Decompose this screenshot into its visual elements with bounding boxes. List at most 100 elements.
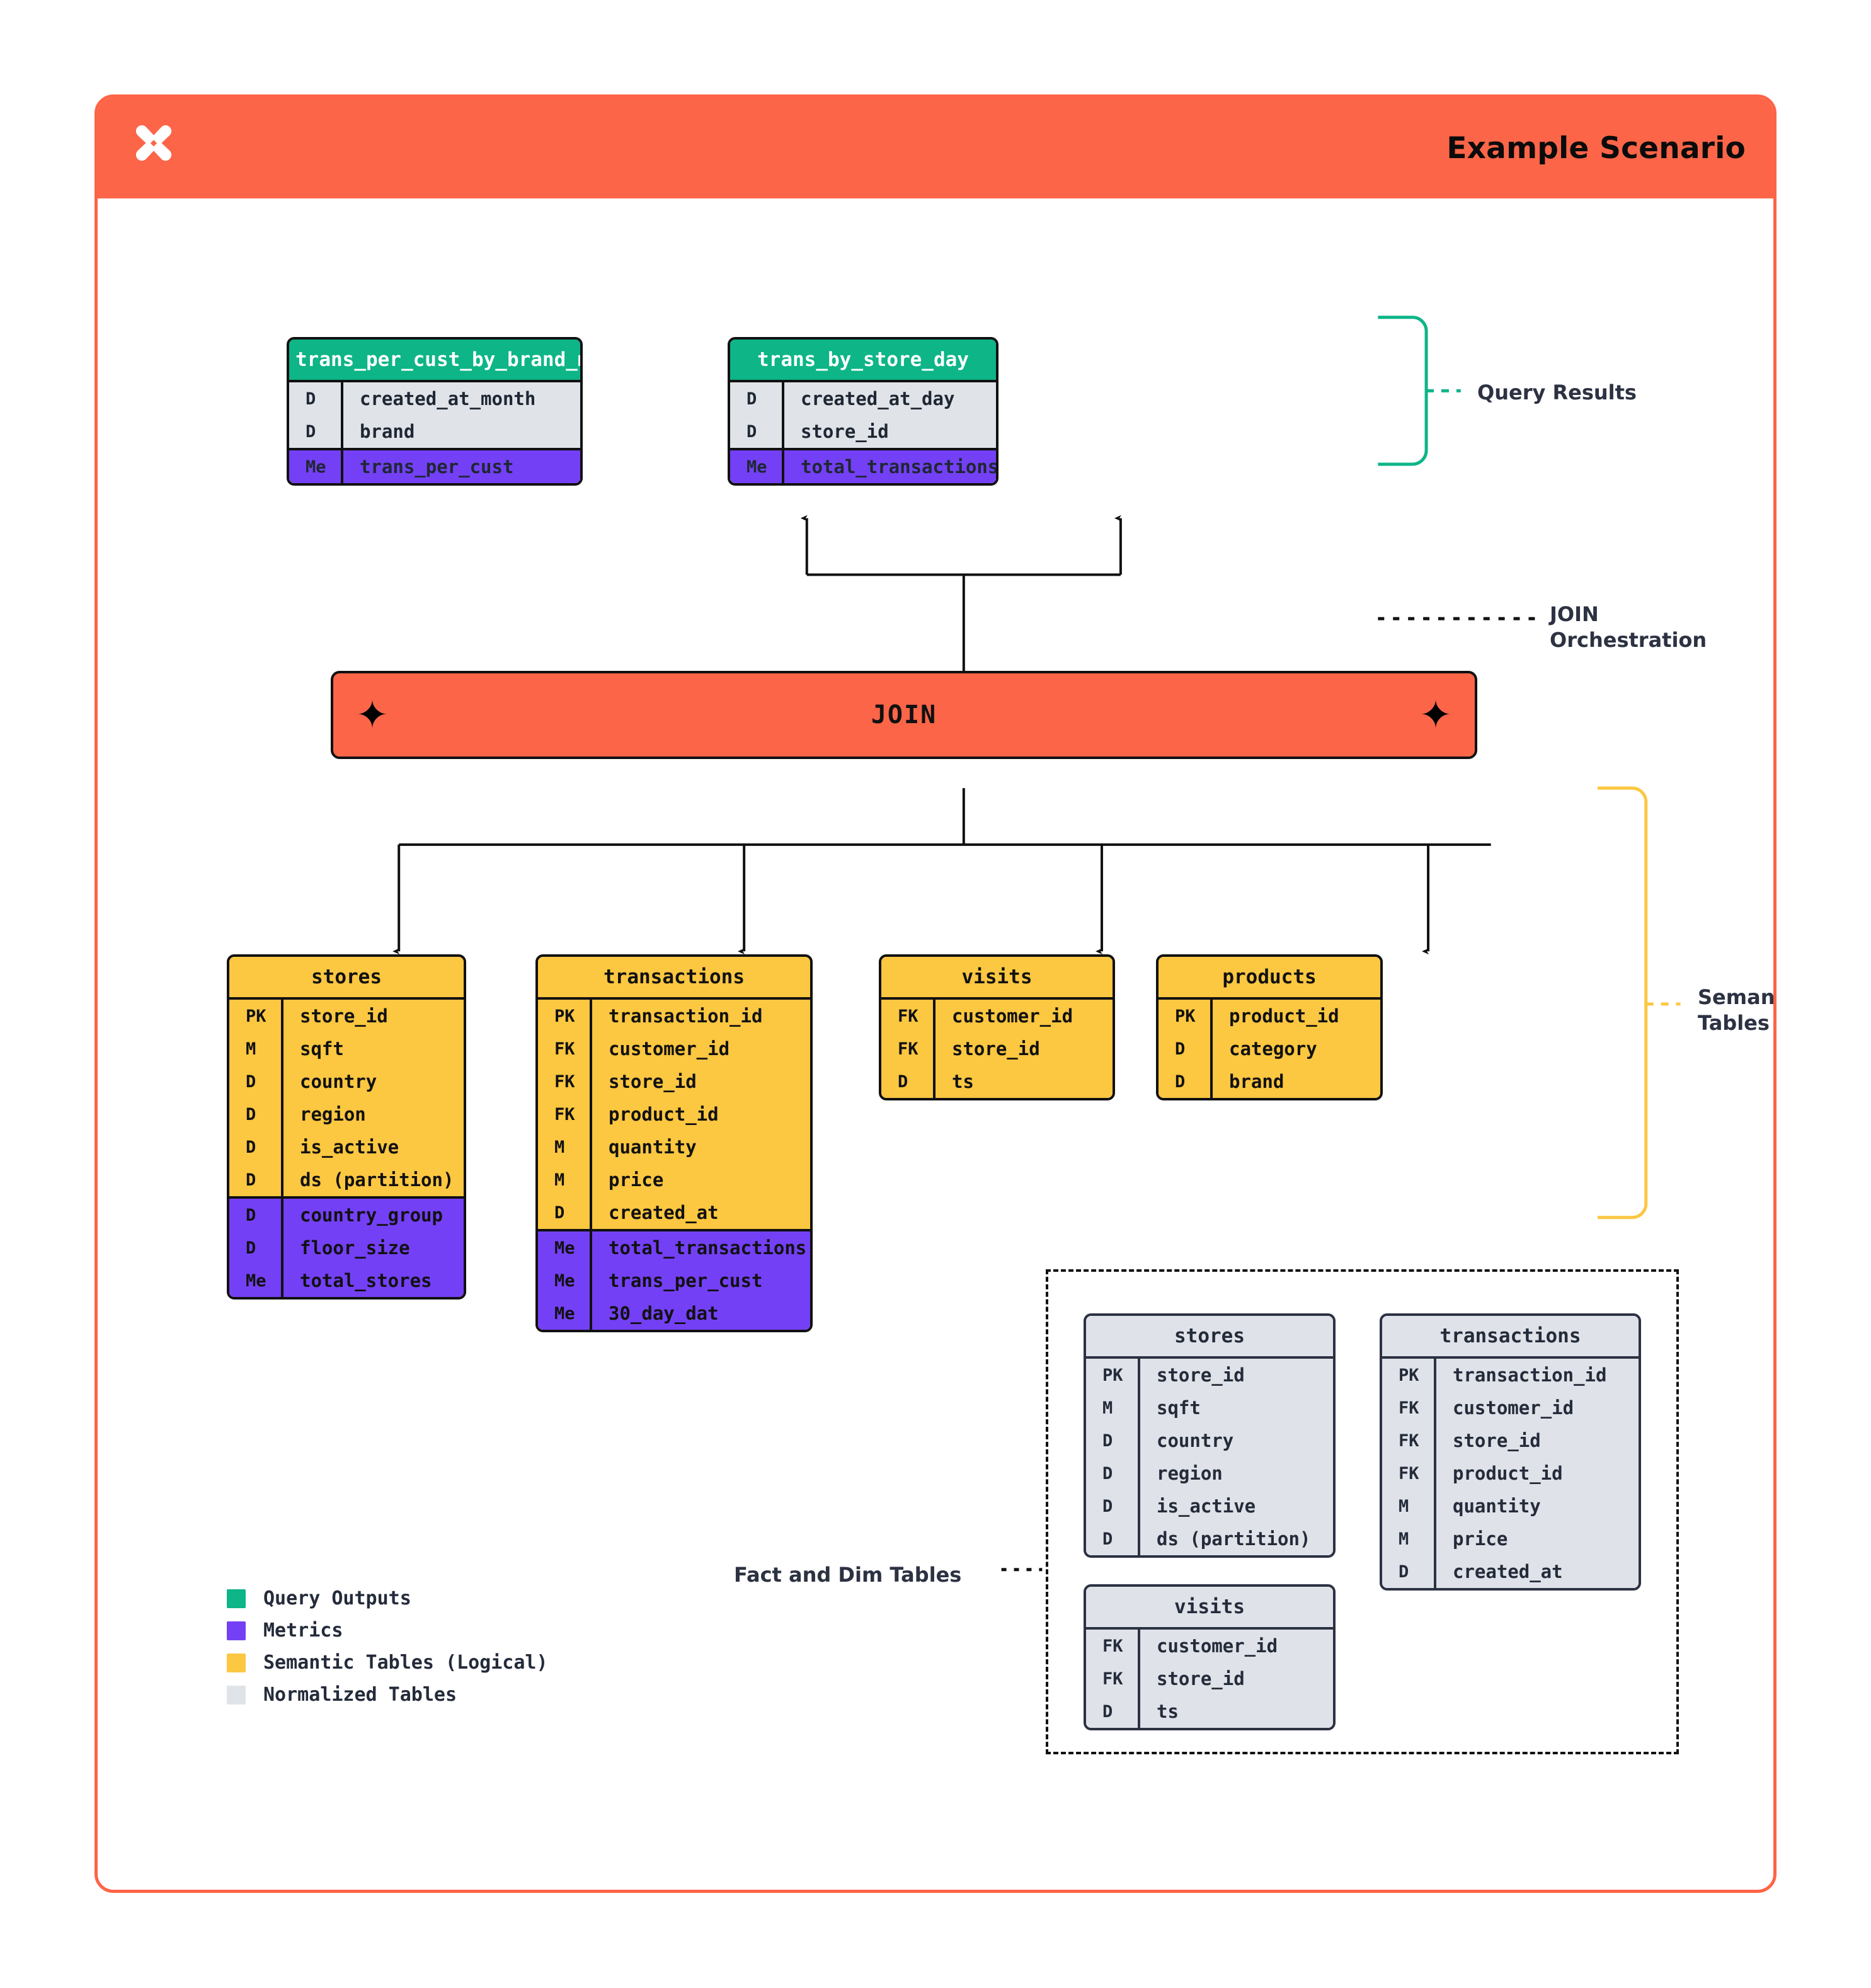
row-value: store_id	[1138, 1662, 1333, 1695]
row-value: sqft	[1138, 1391, 1333, 1424]
row-key: Me	[306, 457, 326, 477]
row-value: ts	[933, 1065, 1113, 1098]
table-row[interactable]: Me total_transactions	[730, 450, 996, 483]
legend-label: Query Outputs	[263, 1587, 411, 1609]
row-value: region	[1138, 1457, 1333, 1490]
row-key: D	[1175, 1039, 1186, 1059]
legend-item: Semantic Tables (Logical)	[227, 1652, 548, 1674]
row-value: ds (partition)	[1138, 1522, 1333, 1555]
diagram-card: Example Scenario	[94, 94, 1777, 1893]
row-key: PK	[554, 1006, 575, 1026]
table-row[interactable]: D created_at_day	[730, 382, 996, 415]
annotation-fact-dim-tables: Fact and Dim Tables	[734, 1563, 962, 1587]
row-value: created_at	[590, 1196, 810, 1229]
query-result-table-1[interactable]: trans_by_store_day D created_at_day D st…	[728, 337, 998, 486]
row-value: country_group	[281, 1199, 464, 1231]
table-row[interactable]: FK store_id	[538, 1065, 810, 1098]
row-value: brand	[1210, 1065, 1380, 1098]
table-title: trans_per_cust_by_brand_month	[289, 340, 580, 380]
legend: Query Outputs Metrics Semantic Tables (L…	[227, 1587, 548, 1716]
row-key: FK	[554, 1071, 575, 1092]
legend-item: Query Outputs	[227, 1587, 548, 1609]
table-row[interactable]: FK customer_id	[881, 1000, 1113, 1032]
row-key: M	[1399, 1529, 1409, 1549]
row-value: quantity	[590, 1131, 810, 1163]
row-value: trans_per_cust	[590, 1264, 810, 1297]
row-value: created_at_month	[341, 382, 580, 415]
row-key: FK	[1399, 1431, 1419, 1451]
table-row[interactable]: D brand	[289, 415, 580, 448]
join-orchestration-bar[interactable]: ✦ JOIN ✦	[331, 671, 1477, 759]
row-key: PK	[1102, 1365, 1123, 1385]
annotation-join-orchestration: JOIN Orchestration	[1550, 602, 1707, 653]
table-row[interactable]: D store_id	[730, 415, 996, 448]
row-value: price	[1434, 1522, 1639, 1555]
row-value: product_id	[1210, 1000, 1380, 1032]
table-title: stores	[1086, 1316, 1333, 1356]
row-value: customer_id	[933, 1000, 1113, 1032]
table-row[interactable]: D created_at_month	[289, 382, 580, 415]
table-row[interactable]: Me trans_per_cust	[289, 450, 580, 483]
row-key: D	[306, 389, 316, 409]
legend-item: Normalized Tables	[227, 1684, 548, 1706]
row-value: is_active	[281, 1131, 464, 1163]
row-key: D	[1175, 1071, 1186, 1092]
row-value: sqft	[281, 1032, 464, 1065]
query-result-table-0[interactable]: trans_per_cust_by_brand_month D created_…	[287, 337, 583, 486]
row-key: PK	[1399, 1365, 1419, 1385]
row-value: store_id	[590, 1065, 810, 1098]
row-key: FK	[898, 1006, 918, 1026]
